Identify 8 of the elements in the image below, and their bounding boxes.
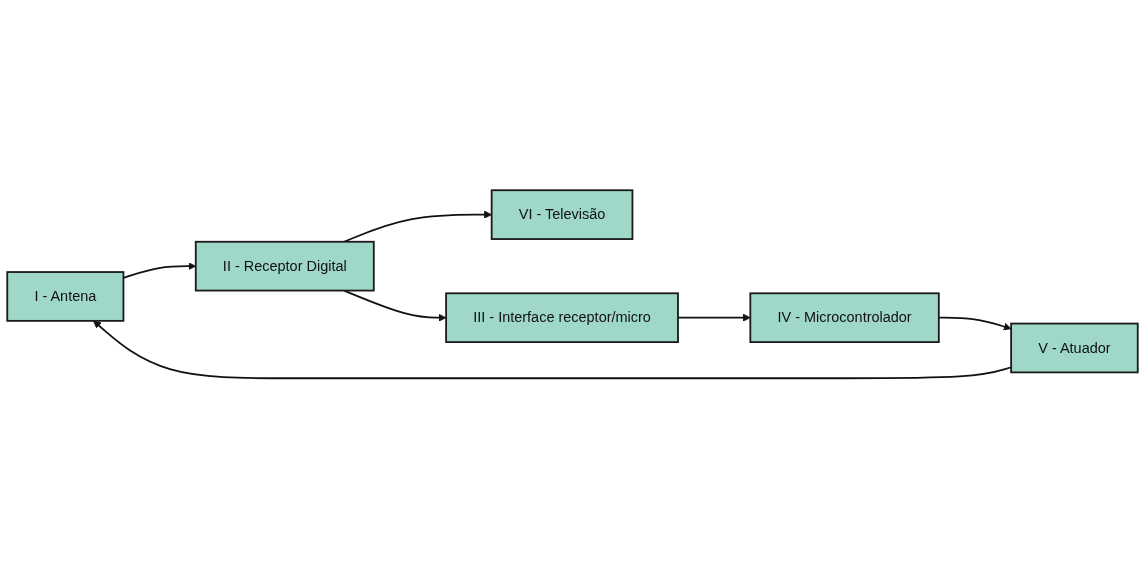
arrow bbox=[343, 210, 492, 243]
node-box: II - Receptor Digital bbox=[194, 241, 375, 292]
node-box: III - Interface receptor/micro bbox=[445, 292, 679, 344]
node-box: V - Atuador bbox=[1010, 322, 1139, 374]
node-box: I - Antena bbox=[6, 271, 125, 322]
node-box: IV - Microcontrolador bbox=[749, 292, 940, 344]
arrow bbox=[343, 289, 447, 322]
node-box: VI - Televisão bbox=[490, 189, 634, 241]
